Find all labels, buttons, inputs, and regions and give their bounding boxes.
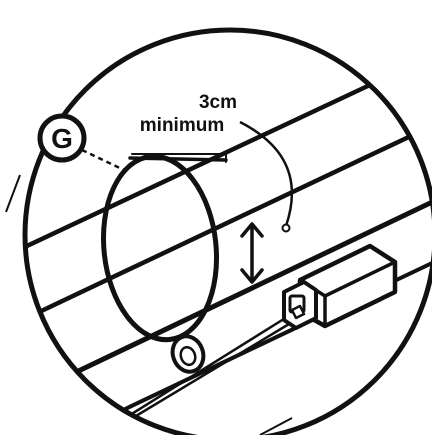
lower-panel-edges — [25, 181, 432, 435]
cable-tie — [100, 153, 228, 343]
cable — [88, 310, 301, 435]
callout-anchor-dot — [281, 223, 291, 233]
clip-icon — [170, 334, 206, 374]
callout-leader — [239, 120, 293, 227]
double-headed-arrow-icon — [240, 222, 264, 284]
plug-connector-icon — [282, 243, 398, 330]
callout-qualifier: minimum — [140, 115, 224, 136]
magnifier-circle-icon — [22, 27, 432, 435]
callout-distance: 3cm — [199, 92, 237, 113]
badge-leader — [81, 148, 125, 172]
zoom-pointer-bottom — [259, 417, 293, 435]
step-badge-letter: G — [51, 123, 73, 154]
step-badge: G — [37, 113, 87, 163]
zoom-pointer-left — [5, 174, 21, 213]
